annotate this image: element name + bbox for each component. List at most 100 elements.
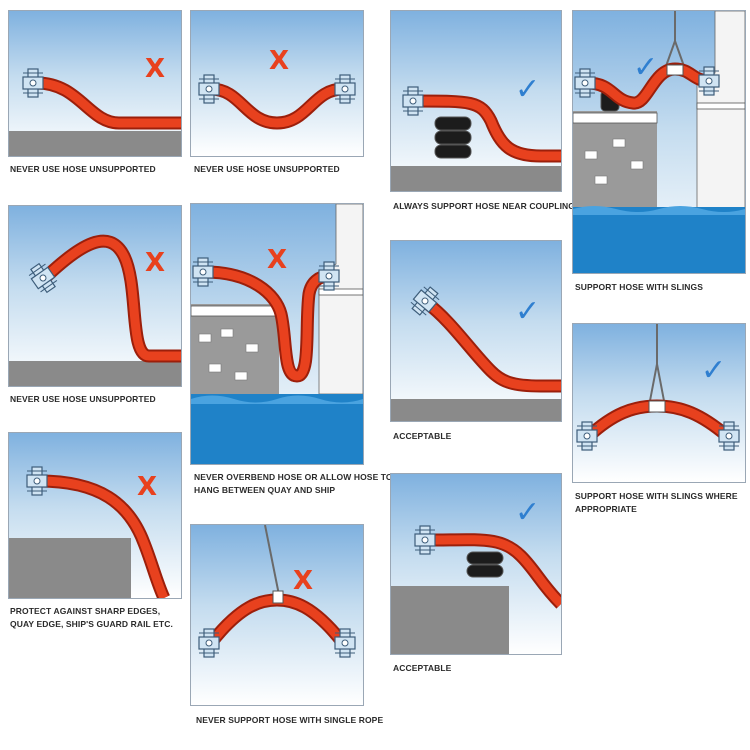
panel-unsupported-2: X [190, 10, 364, 157]
tyre [466, 564, 504, 578]
sling [664, 11, 686, 70]
coupling-icon [334, 628, 356, 658]
panel-single-rope: X [190, 524, 364, 706]
hose [414, 96, 561, 161]
brick [245, 343, 259, 353]
x-mark-icon: X [293, 566, 313, 596]
caption-overbend: NEVER OVERBEND HOSE OR ALLOW HOSE TO HAN… [194, 471, 393, 497]
coupling-part [33, 477, 41, 485]
coupling-part [199, 268, 207, 276]
illustration-unsupported-3: X [9, 234, 181, 386]
ground [391, 399, 561, 421]
caption-acceptable-1: ACCEPTABLE [393, 431, 452, 441]
ship-hull [696, 11, 745, 212]
check-mark-icon: ✓ [515, 72, 540, 107]
coupling-part [205, 85, 213, 93]
x-mark-icon: X [269, 46, 289, 76]
caption-line: PROTECT AGAINST SHARP EDGES, [10, 606, 161, 616]
illustration-acceptable-1: ✓ [391, 286, 561, 421]
ground [9, 361, 181, 386]
hose [210, 84, 344, 128]
hose [43, 236, 181, 361]
check-mark-icon: ✓ [515, 495, 540, 530]
x-mark-icon: X [267, 245, 287, 275]
coupling-part [39, 274, 47, 282]
tyre [466, 551, 504, 565]
brick [220, 328, 234, 338]
coupling-part [409, 97, 417, 105]
panel-overbend: X [190, 203, 364, 465]
illustration-sharp-edges: X [9, 466, 170, 598]
illustration-unsupported-2: X [198, 46, 356, 130]
caption-line: HANG BETWEEN QUAY AND SHIP [194, 485, 336, 495]
coupling-part [341, 85, 349, 93]
brick [612, 138, 626, 148]
caption-unsupported-1: NEVER USE HOSE UNSUPPORTED [10, 164, 156, 174]
panel-acceptable-1: ✓ [390, 240, 562, 422]
sling [648, 324, 666, 407]
caption-single-rope: NEVER SUPPORT HOSE WITH SINGLE ROPE [196, 715, 384, 725]
ground [9, 131, 181, 156]
panel-unsupported-1: X [8, 10, 182, 157]
coupling-part [725, 432, 733, 440]
coupling-part [705, 77, 713, 85]
ship-hull [318, 204, 363, 395]
x-mark-icon: X [145, 248, 165, 278]
caption-acceptable-2: ACCEPTABLE [393, 663, 452, 673]
quay-block [391, 586, 509, 654]
panel-slings: ✓ [572, 10, 746, 274]
coupling-icon [402, 86, 424, 116]
hose [426, 535, 561, 608]
coupling-icon [698, 66, 720, 96]
water [191, 394, 363, 464]
coupling-part [341, 639, 349, 647]
caption-sharp-edges: PROTECT AGAINST SHARP EDGES, QUAY EDGE, … [10, 605, 173, 631]
caption-unsupported-2: NEVER USE HOSE UNSUPPORTED [194, 164, 340, 174]
brick [208, 363, 222, 373]
ship-rail [318, 288, 363, 296]
coupling-part [40, 280, 58, 293]
coupling-part [423, 286, 440, 301]
quay-wall [191, 304, 279, 394]
quay-rail [191, 305, 280, 317]
hose [424, 299, 561, 391]
tyre [434, 116, 472, 131]
coupling-icon [718, 421, 740, 451]
coupling-part [325, 272, 333, 280]
coupling-icon [576, 421, 598, 451]
coupling-part [583, 432, 591, 440]
coupling-part [421, 536, 429, 544]
tyre [434, 144, 472, 159]
ship-rail [696, 102, 745, 110]
coupling-part [205, 639, 213, 647]
illustration-single-rope: X [198, 525, 356, 658]
coupling-icon [198, 74, 220, 104]
brick [584, 150, 598, 160]
quay-rail [573, 112, 658, 124]
caption-line: QUAY EDGE, SHIP'S GUARD RAIL ETC. [10, 619, 173, 629]
coupling-part [28, 263, 46, 276]
caption-line: APPROPRIATE [575, 504, 637, 514]
check-mark-icon: ✓ [515, 294, 540, 329]
hose [38, 476, 169, 598]
sling-saddle [648, 400, 666, 413]
quay-wall [573, 111, 657, 211]
coupling-icon [574, 68, 596, 98]
panel-sharp-edges: X [8, 432, 182, 599]
coupling-part [421, 297, 429, 305]
caption-slings: SUPPORT HOSE WITH SLINGS [575, 282, 704, 292]
brick [630, 160, 644, 170]
panel-acceptable-2: ✓ [390, 473, 562, 655]
coupling-icon [22, 68, 44, 98]
brick [234, 371, 248, 381]
water-wave [573, 206, 745, 215]
coupling-icon [414, 525, 436, 555]
illustration-overbend: X [191, 204, 363, 464]
illustration-slings-appropriate: ✓ [576, 324, 740, 451]
caption-support-coupling: ALWAYS SUPPORT HOSE NEAR COUPLING [393, 201, 575, 211]
illustration-acceptable-2: ✓ [391, 495, 561, 654]
coupling-icon [28, 262, 58, 294]
x-mark-icon: X [137, 472, 157, 502]
coupling-icon [26, 466, 48, 496]
sling-saddle [666, 64, 684, 76]
